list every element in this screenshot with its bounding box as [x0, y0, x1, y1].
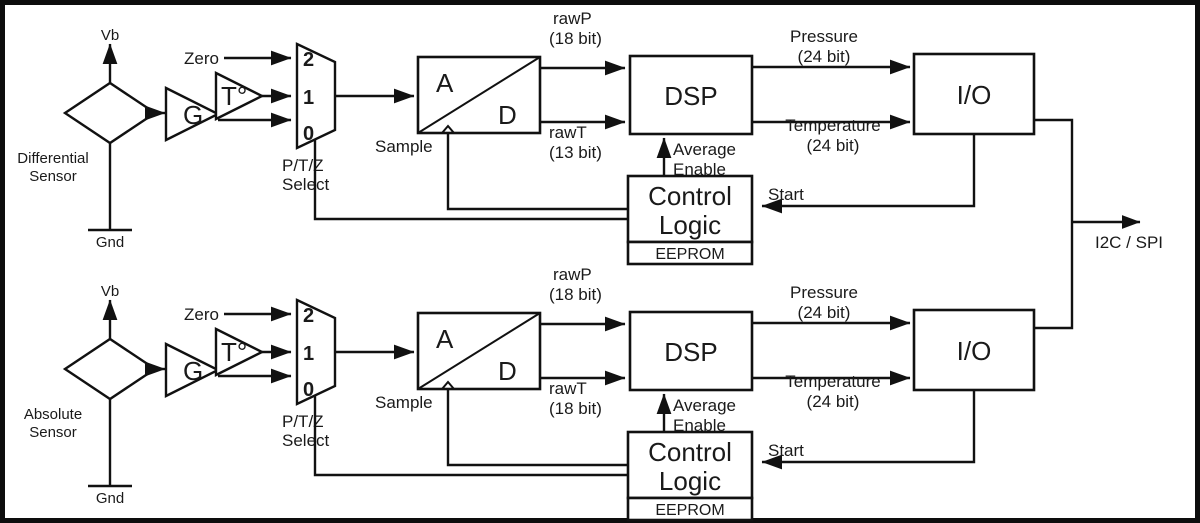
control-logic-label-top-line2: Logic — [659, 210, 721, 240]
mux-input-1-bottom: 1 — [303, 343, 314, 365]
adc-a-label-bottom: A — [436, 324, 454, 354]
rawp-bits-bottom: (18 bit) — [549, 285, 602, 304]
mux-input-2-top: 2 — [303, 49, 314, 71]
sample-clock-notch-top — [441, 124, 455, 134]
gain-label-bottom: G — [183, 356, 203, 386]
mux-select-label-bottom-line1: P/T/Z — [282, 412, 324, 431]
temp-sensor-top — [214, 71, 265, 121]
rawt-label-top: rawT — [549, 123, 587, 142]
mux-select-control-line-bottom — [313, 395, 628, 477]
rawt-label-bottom: rawT — [549, 379, 587, 398]
mux-bottom — [295, 298, 337, 406]
temperature-bits-bottom: (24 bit) — [807, 392, 860, 411]
gain-label-top: G — [183, 100, 203, 130]
adc-diagonal-top — [417, 56, 541, 134]
sample-control-line-bottom — [446, 389, 628, 467]
start-feedback-line-bottom — [761, 390, 976, 470]
rawp-label-top: rawP — [553, 9, 592, 28]
control-logic-label-bottom-line1: Control — [648, 437, 732, 467]
average-enable-label-top-line2: Enable — [673, 160, 726, 179]
sensor-label-bottom-line2: Sensor — [29, 424, 77, 441]
channel-top: Vb Gnd Differential Sensor G T° Zero 2 1… — [17, 9, 1036, 266]
gnd-label-top: Gnd — [96, 234, 124, 251]
sample-label-top: Sample — [375, 137, 433, 156]
mux-input-1-top: 1 — [303, 87, 314, 109]
start-label-bottom: Start — [768, 441, 804, 460]
eeprom-box-top — [626, 240, 754, 266]
mux-input-2-bottom: 2 — [303, 305, 314, 327]
i2c-spi-label: I2C / SPI — [1095, 233, 1163, 252]
mux-select-label-bottom-line2: Select — [282, 431, 330, 450]
rawt-bits-bottom: (18 bit) — [549, 399, 602, 418]
gain-amp-bottom — [164, 342, 221, 398]
temperature-label-bottom: Temperature — [785, 372, 880, 391]
sensor-label-top-line2: Sensor — [29, 168, 77, 185]
dsp-label-bottom: DSP — [664, 337, 717, 367]
eeprom-label-top: EEPROM — [655, 246, 724, 263]
mux-select-label-top-line1: P/T/Z — [282, 156, 324, 175]
sensor-label-bottom-line1: Absolute — [24, 406, 82, 423]
control-logic-label-top-line1: Control — [648, 181, 732, 211]
rawp-bits-top: (18 bit) — [549, 29, 602, 48]
io-label-bottom: I/O — [957, 336, 992, 366]
adc-d-label-bottom: D — [498, 356, 517, 386]
io-label-top: I/O — [957, 80, 992, 110]
start-label-top: Start — [768, 185, 804, 204]
rawt-bits-top: (13 bit) — [549, 143, 602, 162]
average-enable-label-bottom-line1: Average — [673, 396, 736, 415]
adc-d-label-top: D — [498, 100, 517, 130]
gain-amp-top — [164, 86, 221, 142]
average-enable-label-top-line1: Average — [673, 140, 736, 159]
output-bus: I2C / SPI — [1034, 118, 1163, 330]
sample-clock-notch-bottom — [441, 380, 455, 390]
channel-bottom: Vb Gnd Absolute Sensor G T° Zero 2 1 0 P… — [24, 265, 1036, 522]
dsp-label-top: DSP — [664, 81, 717, 111]
temp-label-bottom: T° — [221, 337, 247, 367]
vb-label-bottom: Vb — [101, 283, 119, 300]
pressure-label-bottom: Pressure — [790, 283, 858, 302]
rawp-label-bottom: rawP — [553, 265, 592, 284]
temperature-label-top: Temperature — [785, 116, 880, 135]
dsp-box-top — [628, 54, 754, 136]
zero-label-top: Zero — [184, 49, 219, 68]
pressure-bits-top: (24 bit) — [798, 47, 851, 66]
sample-label-bottom: Sample — [375, 393, 433, 412]
eeprom-box-bottom — [626, 496, 754, 522]
eeprom-label-bottom: EEPROM — [655, 502, 724, 519]
temp-sensor-bottom — [214, 327, 265, 377]
sensor-label-top-line1: Differential — [17, 150, 88, 167]
adc-a-label-top: A — [436, 68, 454, 98]
adc-diagonal-bottom — [417, 312, 541, 390]
sample-control-line-top — [446, 133, 628, 211]
dsp-box-bottom — [628, 310, 754, 392]
zero-label-bottom: Zero — [184, 305, 219, 324]
control-logic-box-top — [626, 174, 754, 244]
start-feedback-line-top — [761, 134, 976, 214]
io-shared-bus-line — [1034, 118, 1074, 330]
pressure-label-top: Pressure — [790, 27, 858, 46]
io-box-bottom — [912, 308, 1036, 392]
temperature-bits-top: (24 bit) — [807, 136, 860, 155]
gnd-label-bottom: Gnd — [96, 490, 124, 507]
pressure-bits-bottom: (24 bit) — [798, 303, 851, 322]
average-enable-label-bottom-line2: Enable — [673, 416, 726, 435]
temp-label-top: T° — [221, 81, 247, 111]
control-logic-label-bottom-line2: Logic — [659, 466, 721, 496]
mux-input-0-bottom: 0 — [303, 379, 314, 401]
mux-input-0-top: 0 — [303, 123, 314, 145]
vb-label-top: Vb — [101, 27, 119, 44]
mux-top — [295, 42, 337, 150]
mux-select-control-line-top — [313, 139, 628, 221]
mux-select-label-top-line2: Select — [282, 175, 330, 194]
